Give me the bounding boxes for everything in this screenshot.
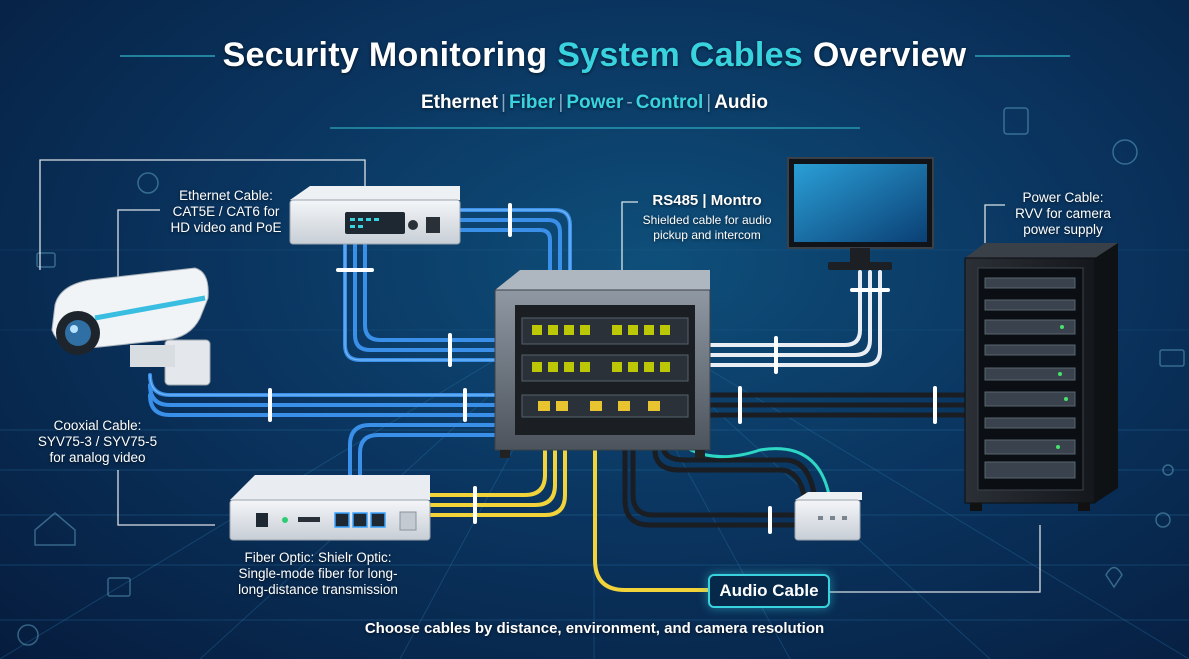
power-cable-label: Power Cable: RVV for camera power supply — [1003, 190, 1123, 238]
intercom-box — [794, 492, 862, 541]
server-rack — [964, 243, 1118, 511]
fiber-label-title: Fiber Optic: Shielr Optic: — [244, 550, 392, 565]
ethernet-cables — [148, 203, 572, 477]
cctv-camera — [51, 267, 211, 386]
power-label-title: Power Cable: — [1022, 190, 1104, 205]
audio-cable-label: Audio Cable — [708, 574, 830, 608]
cable-type-audio: Audio — [714, 92, 769, 113]
rs485-label-line3: pickup and intercom — [653, 228, 761, 242]
fiber-switch — [229, 475, 431, 541]
footer-note: Choose cables by distance, environment, … — [364, 620, 825, 637]
cam-icon-right-2 — [1155, 512, 1171, 528]
device-icon — [36, 252, 56, 268]
cable-type-fiber: Fiber — [508, 92, 556, 113]
coax-label-line3: for analog video — [49, 450, 146, 465]
fiber-label-line2: Single-mode fiber for long- — [238, 566, 398, 581]
coaxial-cable-label: Cooxial Cable: SYV75-3 / SYV75-5 for ana… — [30, 418, 165, 466]
ethernet-cable-label: Ethernet Cable: CAT5E / CAT6 for HD vide… — [152, 188, 300, 236]
fiber-optic-label: Fiber Optic: Shielr Optic: Single-mode f… — [208, 550, 428, 598]
location-icon — [1105, 566, 1123, 589]
fiber-label-line3: long-distance transmission — [238, 582, 398, 597]
ethernet-label-title: Ethernet Cable: — [179, 188, 273, 203]
title-part-1: Security Monitoring — [222, 36, 548, 74]
ethernet-label-line2: CAT5E / CAT6 for — [172, 204, 280, 219]
cam-icon-right — [1162, 464, 1174, 476]
rs485-label-title: RS485 | Montro — [652, 192, 762, 209]
power-label-line2: RVV for camera — [1015, 206, 1111, 221]
callout-lines — [39, 159, 1041, 593]
cable-type-control: Control — [635, 92, 704, 113]
cable-type-list: Ethernet|Fiber|Power-Control|Audio — [0, 92, 1189, 114]
separator: | — [706, 92, 712, 113]
title-part-2: System Cables — [557, 36, 804, 74]
camera-dome-icon — [1112, 139, 1138, 165]
coax-label-line2: SYV75-3 / SYV75-5 — [37, 434, 158, 449]
control-cables — [622, 386, 968, 534]
title-underline-decor — [120, 55, 1070, 129]
nvr-device — [289, 186, 461, 245]
server-icon-right — [1159, 349, 1185, 367]
separator: | — [558, 92, 564, 113]
separator: - — [626, 92, 633, 113]
camera-dome-icon-left — [137, 172, 159, 194]
central-patch-hub — [494, 270, 711, 458]
coax-label-title: Cooxial Cable: — [53, 418, 142, 433]
title-part-3: Overview — [812, 36, 967, 74]
target-icon — [17, 624, 39, 646]
router-icon — [107, 577, 131, 597]
page-title: Security Monitoring System Cables Overvi… — [0, 36, 1189, 75]
rs485-cable-label: RS485 | Montro Shielded cable for audio … — [632, 192, 782, 243]
doc-icon — [1003, 107, 1029, 135]
monitor — [787, 157, 934, 270]
separator: | — [501, 92, 506, 113]
house-icon — [34, 512, 76, 546]
cable-type-ethernet: Ethernet — [420, 92, 499, 113]
power-label-line3: power supply — [1023, 222, 1103, 237]
ethernet-label-line3: HD video and PoE — [170, 220, 282, 235]
background-icons — [17, 107, 1185, 646]
power-cables — [708, 270, 890, 374]
cable-type-power: Power — [566, 92, 624, 113]
rs485-label-line2: Shielded cable for audio — [642, 213, 772, 227]
